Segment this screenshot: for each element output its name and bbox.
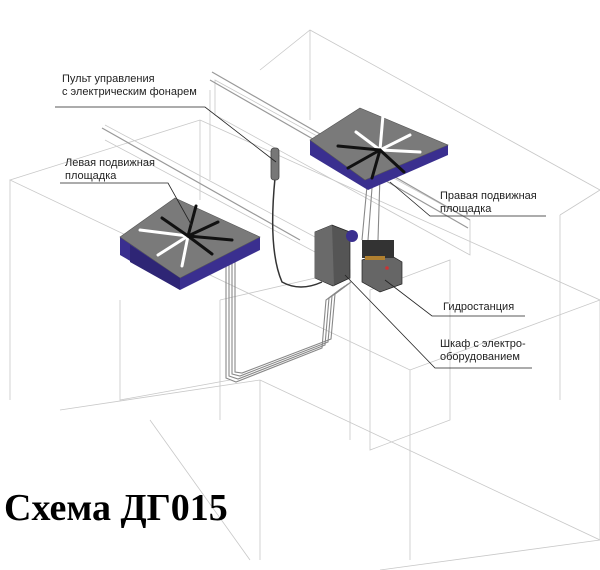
label-line: площадка xyxy=(65,170,117,182)
label-line: Левая подвижная xyxy=(65,157,155,169)
hydraulic-pipes xyxy=(225,174,381,383)
leader-lines xyxy=(55,106,546,369)
electrical-cabinet xyxy=(314,224,358,287)
left-platform xyxy=(119,197,261,290)
control-remote xyxy=(270,147,280,181)
label-line: Шкаф с электро- xyxy=(440,338,526,350)
label-line: Правая подвижная xyxy=(440,190,537,202)
label-right-platform: Правая подвижная площадка xyxy=(440,190,537,216)
label-line: с электрическим фонарем xyxy=(62,86,197,98)
label-line: Гидростанция xyxy=(443,301,515,313)
label-line: Пульт управления xyxy=(62,73,155,85)
building-wireframe xyxy=(8,29,600,570)
label-remote: Пульт управления с электрическим фонарем xyxy=(62,73,197,99)
hydraulic-station xyxy=(361,240,403,293)
remote-cable xyxy=(271,177,323,288)
label-hydro-station: Гидростанция xyxy=(443,301,514,314)
label-cabinet: Шкаф с электро- оборудованием xyxy=(440,338,526,364)
label-line: площадка xyxy=(440,203,492,215)
right-platform xyxy=(309,107,449,190)
label-line: оборудованием xyxy=(440,351,520,363)
label-left-platform: Левая подвижная площадка xyxy=(65,157,155,183)
diagram-title: Схема ДГ015 xyxy=(4,487,228,529)
